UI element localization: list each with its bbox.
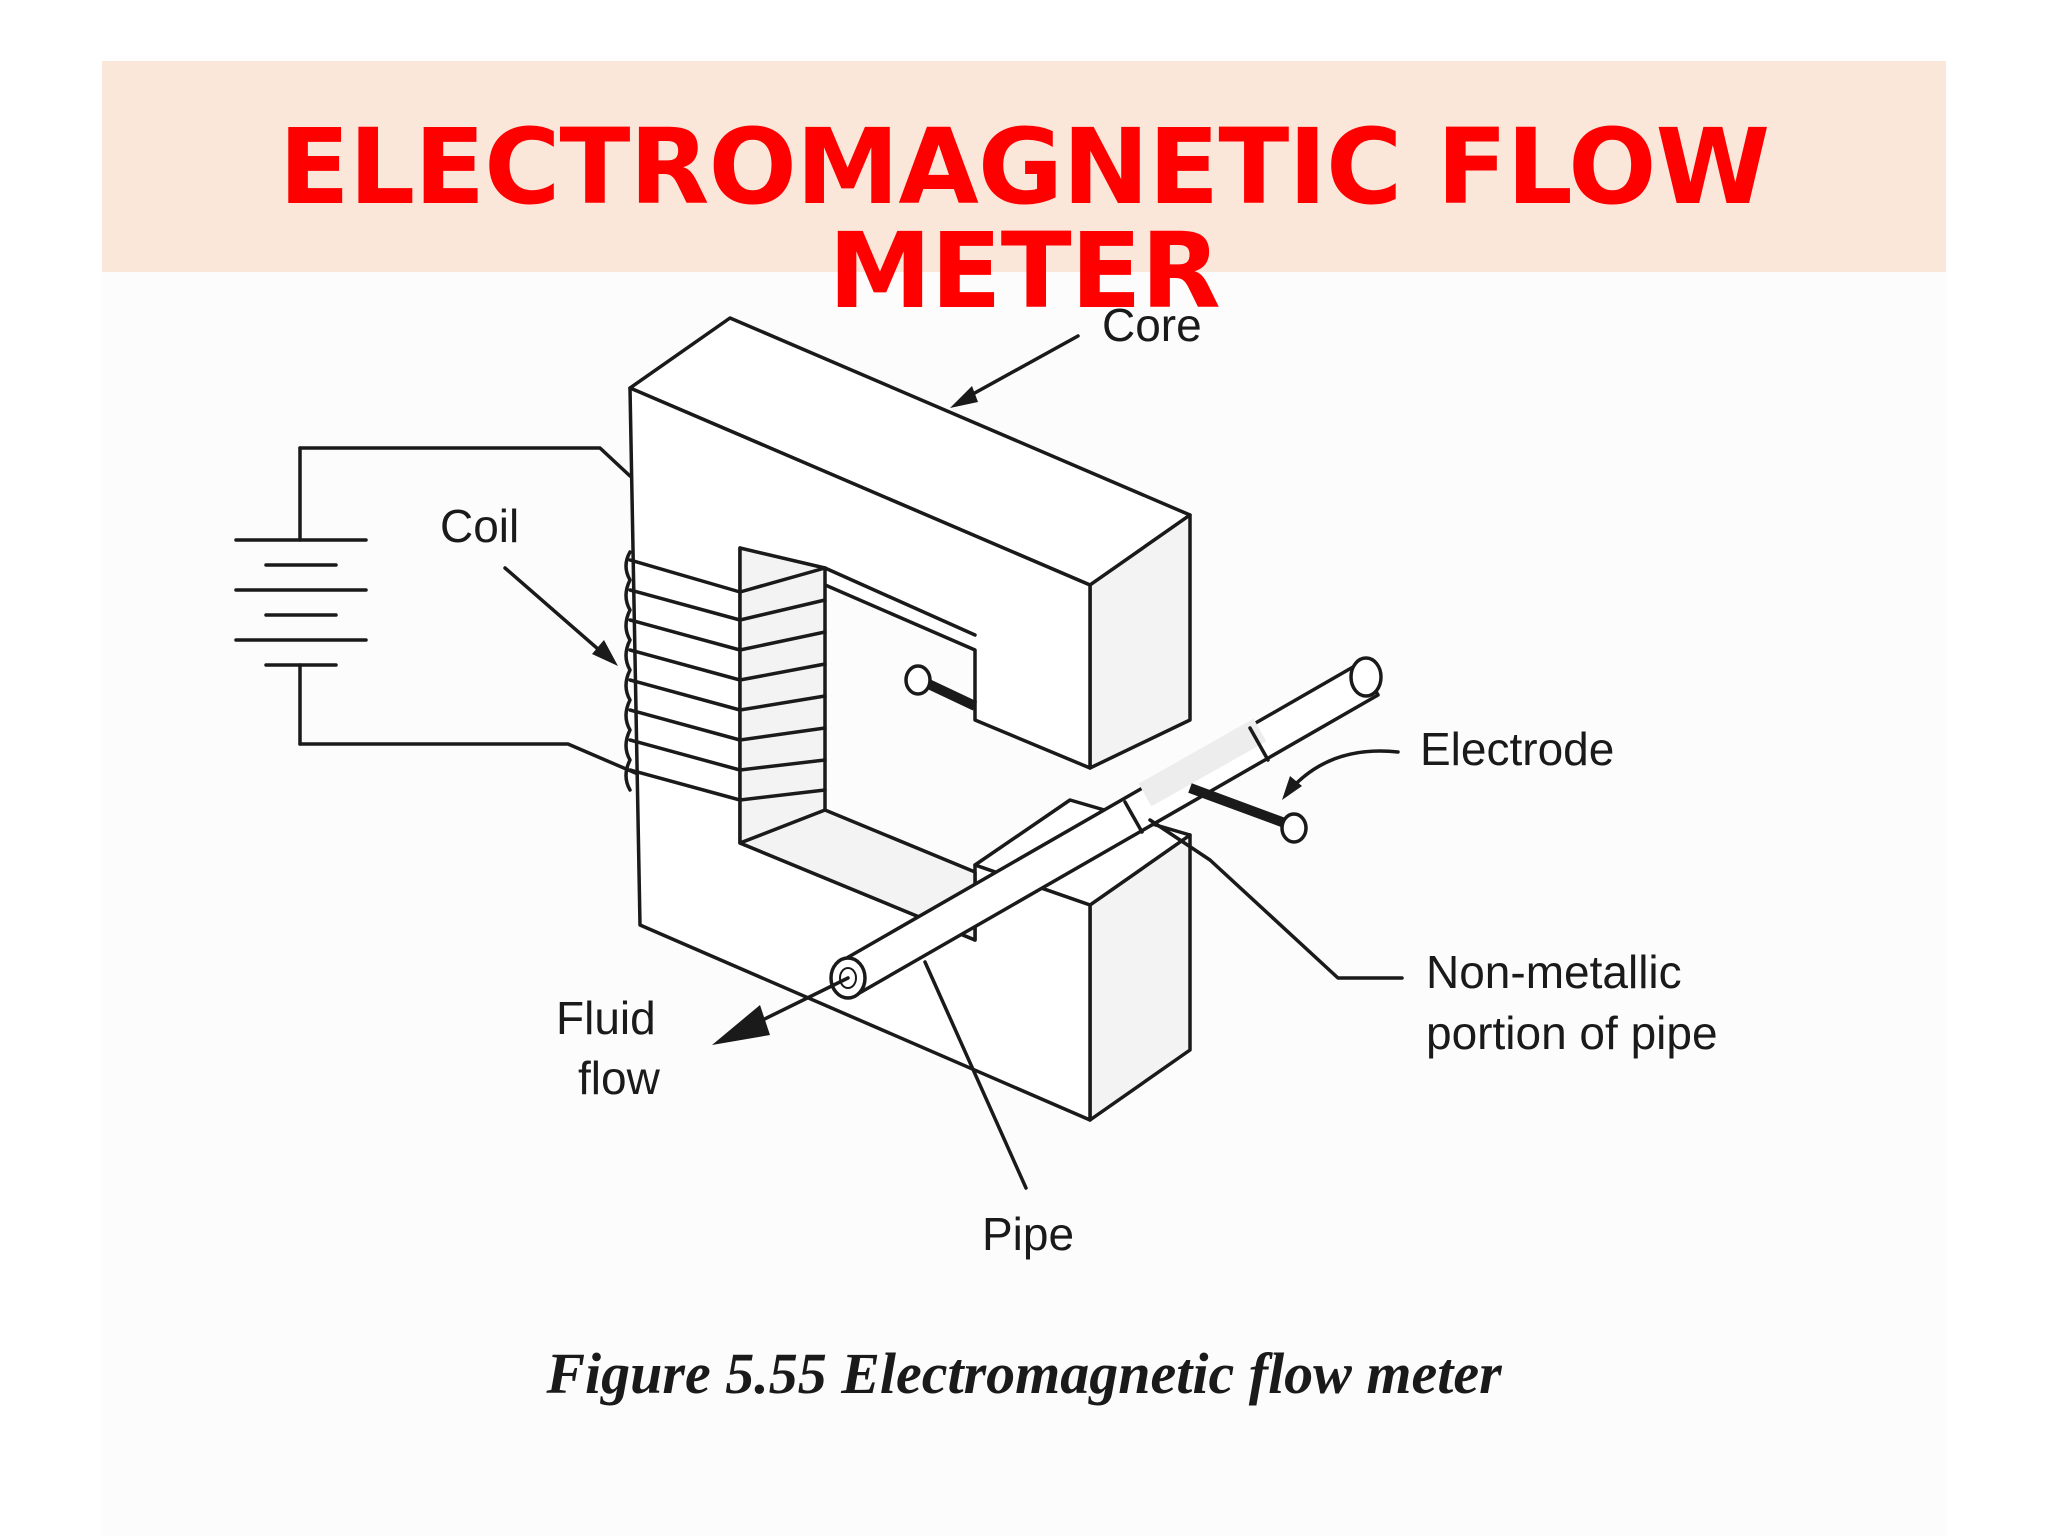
fluid-flow-arrow <box>712 976 850 1045</box>
label-electrode: Electrode <box>1420 723 1614 775</box>
label-coil: Coil <box>440 500 519 552</box>
leader-lines <box>503 334 1404 1190</box>
label-non-metallic-line1: Non-metallic <box>1426 946 1682 998</box>
front-electrode <box>1188 783 1308 844</box>
battery-circuit <box>234 446 642 777</box>
magnetic-core <box>628 316 1192 1122</box>
coil-windings <box>624 550 827 802</box>
label-fluid-line2: flow <box>578 1052 661 1104</box>
slide-title: ELECTROMAGNETIC FLOW METER <box>278 106 1770 332</box>
label-non-metallic-line2: portion of pipe <box>1426 1007 1718 1059</box>
label-core: Core <box>1102 299 1202 351</box>
pipe <box>829 656 1383 1000</box>
label-fluid-line1: Fluid <box>556 992 656 1044</box>
label-pipe: Pipe <box>982 1208 1074 1260</box>
figure-caption: Figure 5.55 Electromagnetic flow meter <box>546 1341 1502 1406</box>
back-electrode <box>904 664 978 711</box>
